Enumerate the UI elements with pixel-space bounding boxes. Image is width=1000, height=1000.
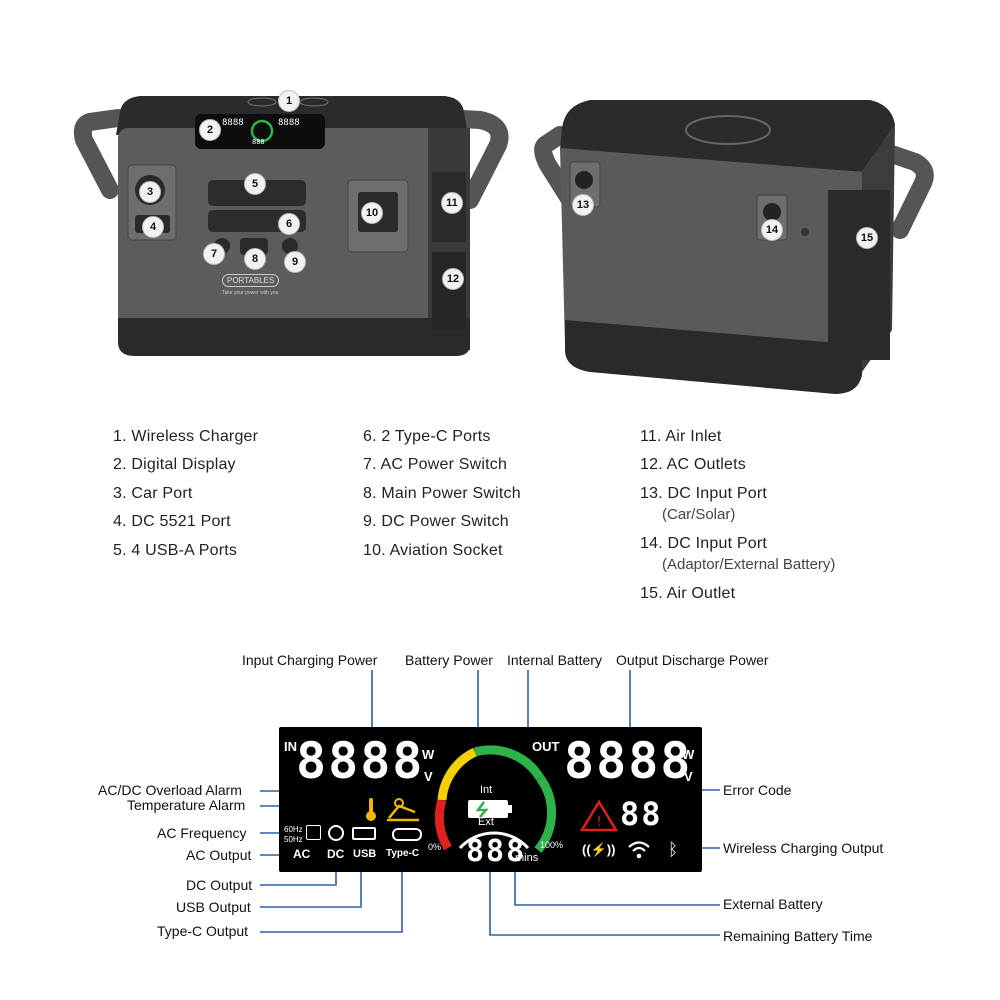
error-digits: 88 (620, 795, 663, 833)
out-digits: 8888 (564, 732, 693, 790)
legend-item-6: 6. 2 Type-C Ports (363, 428, 491, 445)
freq-50: 50Hz (284, 835, 303, 844)
legend-item-13-sub: (Car/Solar) (662, 506, 736, 523)
callout-wireless-charging-output: Wireless Charging Output (723, 840, 884, 856)
legend-item-7: 7. AC Power Switch (363, 456, 508, 473)
badge-7: 7 (203, 243, 225, 265)
callout-ac-frequency: AC Frequency (157, 825, 247, 841)
badge-15: 15 (856, 227, 878, 249)
callout-dc-output: DC Output (186, 877, 253, 893)
callout-battery-power: Battery Power (405, 652, 493, 668)
badge-3: 3 (139, 181, 161, 203)
badge-1: 1 (278, 90, 300, 112)
bluetooth-icon: ᛒ (668, 840, 679, 859)
int-label: Int (480, 784, 493, 796)
callout-external-battery: External Battery (723, 896, 823, 912)
brand-text: PORTABLES (227, 276, 275, 285)
callout-output-discharge-power: Output Discharge Power (616, 652, 769, 668)
time-digits: 888 (466, 834, 527, 869)
callout-error-code: Error Code (723, 782, 792, 798)
product-illustration (73, 96, 934, 394)
badge-2: 2 (199, 119, 221, 141)
out-unit-w: W (682, 747, 695, 762)
wifi-icon (628, 841, 650, 859)
wireless-charging-icon: ((⚡)) (582, 842, 616, 857)
legend-item-9: 9. DC Power Switch (363, 513, 509, 530)
brand-label: PORTABLES (222, 274, 280, 287)
callout-temperature-alarm: Temperature Alarm (127, 797, 246, 813)
dc-output-label: DC (327, 847, 345, 861)
mini-display-left: 8888 (222, 118, 244, 128)
mins-label: mins (515, 852, 539, 864)
legend-item-12: 12. AC Outlets (640, 456, 746, 473)
freq-60: 60Hz (284, 825, 303, 834)
legend-item-14: 14. DC Input Port (640, 535, 768, 552)
callout-remaining-battery-time: Remaining Battery Time (723, 928, 873, 944)
badge-9: 9 (284, 251, 306, 273)
ac-output-label: AC (293, 847, 311, 861)
legend-item-3: 3. Car Port (113, 485, 193, 502)
callout-typec-output: Type-C Output (157, 923, 249, 939)
legend-item-13: 13. DC Input Port (640, 485, 768, 502)
badge-14: 14 (761, 219, 783, 241)
badge-6: 6 (278, 213, 300, 235)
legend-item-5: 5. 4 USB-A Ports (113, 542, 238, 559)
typec-icon (392, 828, 422, 841)
legend-item-4: 4. DC 5521 Port (113, 513, 231, 530)
callout-input-charging-power: Input Charging Power (242, 652, 378, 668)
callout-internal-battery: Internal Battery (507, 652, 602, 668)
in-label: IN (284, 739, 297, 754)
overload-alarm-icon (387, 798, 419, 822)
legend-item-11: 11. Air Inlet (640, 428, 722, 445)
mini-display-right: 8888 (278, 118, 300, 128)
in-unit-v: V (424, 769, 433, 784)
battery-gauge (434, 745, 557, 853)
legend-item-15: 15. Air Outlet (640, 585, 736, 602)
dc-port-icon (328, 825, 344, 841)
error-warning-icon: ! (580, 800, 618, 832)
mini-display-bottom: 888 (252, 138, 265, 146)
ac-socket-icon (306, 825, 321, 840)
badge-4: 4 (142, 216, 164, 238)
callout-usb-output: USB Output (176, 899, 251, 915)
front-unit (73, 96, 509, 356)
badge-8: 8 (244, 248, 266, 270)
out-unit-v: V (684, 769, 693, 784)
out-label: OUT (532, 739, 560, 754)
badge-12: 12 (442, 268, 464, 290)
badge-5: 5 (244, 173, 266, 195)
ext-label: Ext (478, 816, 494, 828)
pct-0: 0% (428, 842, 442, 852)
badge-13: 13 (572, 194, 594, 216)
brand-tagline: Take your power with you (222, 290, 279, 296)
in-digits: 8888 (296, 732, 425, 790)
legend-item-10: 10. Aviation Socket (363, 542, 503, 559)
callout-ac-output: AC Output (186, 847, 252, 863)
badge-10: 10 (361, 202, 383, 224)
temperature-alarm-icon (366, 798, 376, 821)
back-unit (534, 100, 934, 394)
usb-output-label: USB (353, 848, 377, 860)
badge-11: 11 (441, 192, 463, 214)
legend-item-1: 1. Wireless Charger (113, 428, 259, 445)
in-unit-w: W (422, 747, 435, 762)
legend-item-2: 2. Digital Display (113, 456, 236, 473)
callout-acdc-overload-alarm: AC/DC Overload Alarm (98, 782, 242, 798)
usb-icon (352, 827, 376, 840)
svg-text:!: ! (596, 815, 601, 830)
legend-item-14-sub: (Adaptor/External Battery) (662, 556, 836, 573)
typec-output-label: Type-C (386, 848, 420, 859)
legend-item-8: 8. Main Power Switch (363, 485, 521, 502)
pct-100: 100% (540, 840, 564, 850)
